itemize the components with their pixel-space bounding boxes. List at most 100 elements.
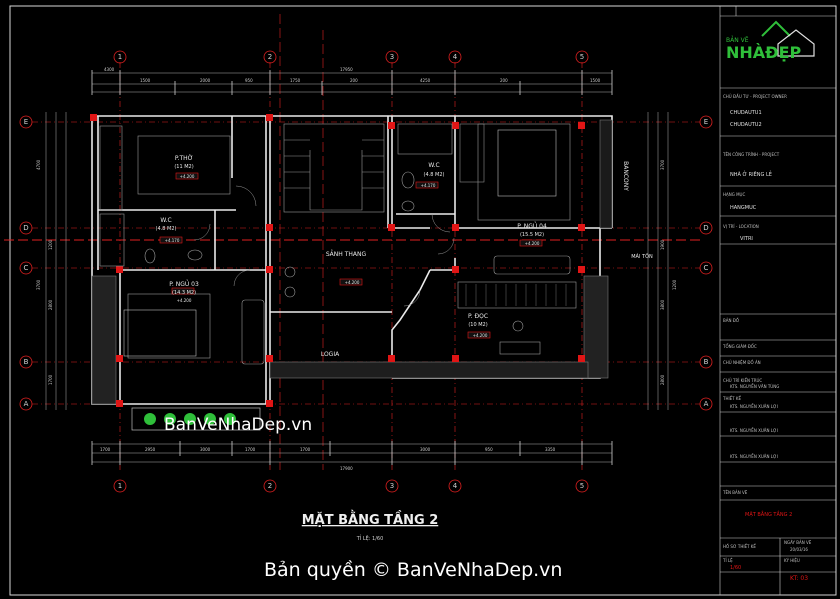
walls xyxy=(91,115,613,405)
copyright-watermark: Bản quyền © BanVeNhaDep.vn xyxy=(264,559,562,581)
grid-label-right-A: A xyxy=(704,400,709,408)
tb-tk-label: THIẾT KẾ xyxy=(722,395,741,401)
tb-location: VITRI xyxy=(740,236,753,242)
logo-main: NHÀĐẸP xyxy=(726,43,802,62)
grid-label-bottom-2: 2 xyxy=(268,482,272,490)
structural-columns xyxy=(90,114,585,407)
tb-kts-4: KTS. NGUYỄN XUÂN LỢI xyxy=(730,454,778,459)
dim-top-7: 200 xyxy=(500,78,508,83)
room-level-sanh: +4.200 xyxy=(345,280,360,285)
dim-right-0: 3700 xyxy=(660,159,665,170)
tb-map-label: BẢN ĐỒ xyxy=(723,318,739,323)
room-name-altar: P.THỜ xyxy=(175,155,193,162)
dim-bottom-3: 1700 xyxy=(245,447,256,452)
dim-top-total: 17950 xyxy=(340,67,353,72)
furniture xyxy=(99,123,577,365)
title-block xyxy=(719,5,837,596)
dim-bottom-7: 3350 xyxy=(545,447,556,452)
grid-label-bottom-4: 4 xyxy=(453,482,458,490)
dim-bottom-2: 3000 xyxy=(200,447,211,452)
grid-label-left-B: B xyxy=(24,358,29,366)
bookshelf xyxy=(465,284,567,306)
brand-logo xyxy=(761,20,815,57)
tb-owner-1: CHUDAUTU1 xyxy=(730,110,762,116)
dim-left-4: 3700 xyxy=(36,279,41,290)
dim-right-1: 1900 xyxy=(660,239,665,250)
grid-label-bottom-5: 5 xyxy=(580,482,584,490)
tb-project: NHÀ Ở RIÊNG LẺ xyxy=(730,170,772,178)
level-tags xyxy=(159,172,543,339)
tb-kts-2: KTS. NGUYỄN XUÂN LỢI xyxy=(730,404,778,409)
tb-category-label: HẠNG MỤC xyxy=(723,192,745,197)
dim-bottom-0: 1700 xyxy=(100,447,111,452)
dim-right-2: 3800 xyxy=(660,299,665,310)
tb-owner-2: CHUDAUTU2 xyxy=(730,122,762,128)
tb-kts-3: KTS. NGUYỄN XUÂN LỢI xyxy=(730,428,778,433)
grid-bubbles-left xyxy=(19,115,33,411)
tb-sheetname-label: TÊN BẢN VẼ xyxy=(722,490,748,495)
room-name-reading: P. ĐỌC xyxy=(468,313,488,320)
grid-bubbles-bottom xyxy=(113,479,589,493)
balcony-label: BANCONY xyxy=(622,161,629,191)
room-name-sanh: SẢNH THANG xyxy=(326,250,367,258)
dim-top-4: 1750 xyxy=(290,78,301,83)
outer-frame xyxy=(9,5,837,596)
dim-left-0: 4700 xyxy=(36,159,41,170)
room-name-wc-right: W.C xyxy=(428,162,439,169)
tb-sheetno: KT: 03 xyxy=(790,575,808,582)
room-area-wc-left: (4.8 M2) xyxy=(156,226,177,232)
dim-left-2: 2800 xyxy=(48,299,53,310)
dim-top-3: 950 xyxy=(245,78,253,83)
tb-scale-label: TỈ LỆ xyxy=(722,558,733,563)
door-swings xyxy=(193,185,455,307)
dim-bottom-total: 17900 xyxy=(340,466,353,471)
dim-bottom-4: 1700 xyxy=(300,447,311,452)
room-area-bed04: (15.5 M2) xyxy=(520,232,544,238)
grid-label-top-3: 3 xyxy=(390,53,394,61)
grid-label-right-C: C xyxy=(704,264,709,272)
dim-bottom-1: 2950 xyxy=(145,447,156,452)
grid-bubbles-right xyxy=(699,115,713,411)
tb-date-label: NGÀY BẢN VẼ xyxy=(784,540,812,545)
dim-top-1: 1500 xyxy=(140,78,151,83)
room-level-bed04: +4.200 xyxy=(525,241,540,246)
room-level-reading: +4.200 xyxy=(473,333,488,338)
dimension-lines xyxy=(45,72,669,463)
grid-label-top-5: 5 xyxy=(580,53,584,61)
dim-left-3: 1700 xyxy=(48,374,53,385)
grid-label-top-4: 4 xyxy=(453,53,458,61)
tb-sheetname: MẶT BẰNG TẦNG 2 xyxy=(745,510,792,518)
room-level-wc-left: +4.170 xyxy=(165,238,180,243)
grid-label-left-C: C xyxy=(24,264,29,272)
tb-sheetno-label: KÝ HIỆU xyxy=(784,558,800,563)
tb-location-label: VỊ TRÍ - LOCATION xyxy=(723,224,759,229)
grid-label-right-B: B xyxy=(704,358,709,366)
room-area-bed03: (14.3 M2) xyxy=(172,290,196,296)
balcony-hatch xyxy=(91,119,613,405)
grid-label-bottom-1: 1 xyxy=(118,482,122,490)
dim-top-2: 2000 xyxy=(200,78,211,83)
tb-date: 20/03/16 xyxy=(790,547,808,552)
section-cut-lines xyxy=(4,14,700,470)
grid-label-top-1: 1 xyxy=(118,53,122,61)
tb-owner-label: CHỦ ĐẦU TƯ - PROJECT OWNER xyxy=(723,94,787,99)
dim-top-5: 200 xyxy=(350,78,358,83)
room-name-bed04: P. NGỦ 04 xyxy=(517,222,547,230)
roof-label: MÁI TÔN xyxy=(631,253,653,260)
room-area-reading: (10 M2) xyxy=(468,322,487,328)
grid-label-right-E: E xyxy=(704,118,708,126)
tb-cn-label: CHỦ NHIỆM ĐỒ ÁN xyxy=(723,360,761,365)
grid-label-top-2: 2 xyxy=(268,53,272,61)
dim-left-1: 1200 xyxy=(48,239,53,250)
tb-category: HANGMUC xyxy=(730,205,757,211)
room-level-bed03: +4.200 xyxy=(177,298,192,303)
tb-project-label: TÊN CÔNG TRÌNH - PROJECT xyxy=(722,152,780,157)
grid-label-bottom-3: 3 xyxy=(390,482,394,490)
dim-top-6: 4250 xyxy=(420,78,431,83)
tb-gd-label: TỔNG GIÁM ĐỐC xyxy=(722,344,757,349)
tb-kts-1: KTS. NGUYỄN VĂN TÙNG xyxy=(730,384,779,389)
grid-bubbles-top xyxy=(113,50,589,64)
logo-top: BẢN VẼ xyxy=(726,36,749,44)
tb-hoso-label: HỒ SƠ THIẾT KẾ xyxy=(723,543,756,549)
